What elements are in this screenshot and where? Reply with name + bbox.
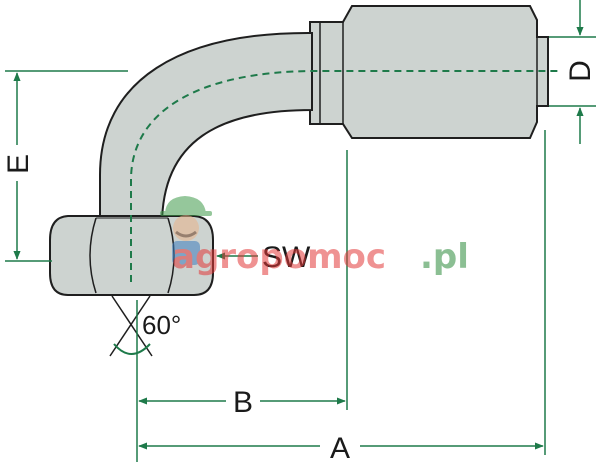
seat-cone-line-left xyxy=(111,295,153,357)
dim-label-b: B xyxy=(233,386,253,419)
dim-e-label-bg xyxy=(2,145,32,181)
dim-b-label-bg xyxy=(226,384,260,418)
dim-label-d: D xyxy=(564,60,597,82)
angle-label: 60° xyxy=(142,310,181,340)
watermark: agropomoc .pl xyxy=(160,196,469,277)
centerlines xyxy=(109,70,560,357)
watermark-text-domain: .pl xyxy=(420,237,469,277)
watermark-text-main: agropomoc xyxy=(172,237,386,277)
dim-a-label-bg xyxy=(320,428,360,464)
dim-label-sw: SW xyxy=(262,241,311,274)
fitting-body xyxy=(49,5,549,296)
dim-label-e: E xyxy=(2,154,35,174)
ferrule xyxy=(309,5,549,139)
nut-facet-left xyxy=(89,217,97,294)
angle-arc xyxy=(113,343,151,355)
bend-tube xyxy=(99,31,313,227)
watermark-mascot xyxy=(160,196,212,265)
dim-label-a: A xyxy=(330,432,350,465)
